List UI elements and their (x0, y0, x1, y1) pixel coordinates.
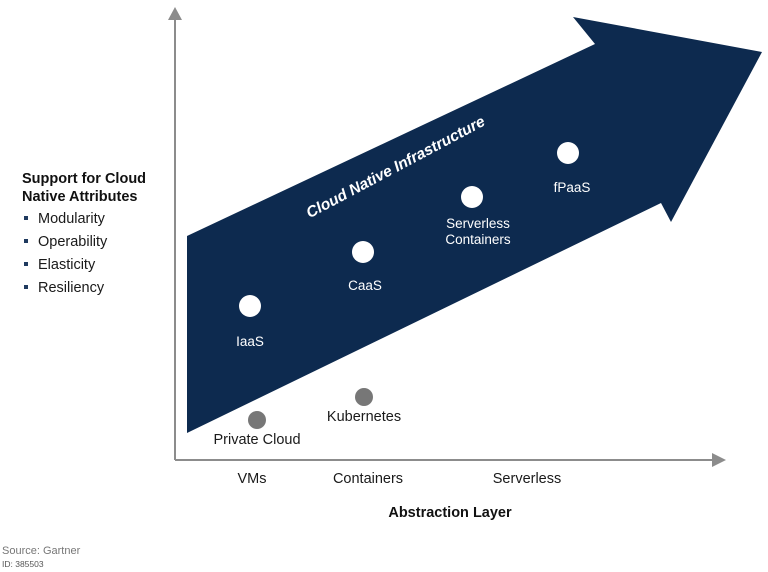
attribute-item: Operability (22, 231, 107, 254)
bullet-icon (24, 215, 28, 220)
cloud-native-arrow (187, 17, 762, 433)
x-axis-arrowhead (712, 453, 726, 467)
x-tick-serverless: Serverless (492, 471, 562, 487)
attribute-label: Resiliency (38, 280, 105, 296)
x-tick-vms: VMs (237, 471, 267, 487)
id-text: ID: 385503 (2, 559, 44, 569)
attribute-item: Resiliency (22, 277, 107, 300)
node-label-private-cloud: Private Cloud (213, 432, 301, 448)
attribute-item: Modularity (22, 208, 107, 231)
bullet-icon (24, 238, 28, 243)
y-axis-title: Support for Cloud Native Attributes (22, 171, 147, 205)
node-dot-caas (352, 241, 374, 263)
node-label-iaas: IaaS (236, 334, 264, 349)
source-text: Source: Gartner (2, 545, 81, 557)
attribute-label: Modularity (38, 211, 105, 227)
x-tick-containers: Containers (332, 471, 404, 487)
bullet-icon (24, 261, 28, 266)
attribute-list: Modularity Operability Elasticity Resili… (22, 208, 107, 300)
node-dot-serverless-containers (461, 186, 483, 208)
bullet-icon (24, 284, 28, 289)
attribute-item: Elasticity (22, 254, 107, 277)
node-dot-fpaas (557, 142, 579, 164)
node-label-caas: CaaS (348, 278, 382, 293)
node-label-serverless-containers: Serverless Containers (445, 216, 511, 247)
attribute-label: Operability (38, 234, 108, 250)
node-dot-iaas (239, 295, 261, 317)
y-axis-arrowhead (168, 7, 182, 20)
attribute-label: Elasticity (38, 257, 96, 273)
node-dot-kubernetes (355, 388, 373, 406)
node-label-fpaas: fPaaS (553, 180, 591, 195)
x-axis-title: Abstraction Layer (388, 505, 512, 521)
node-dot-private-cloud (248, 411, 266, 429)
node-label-kubernetes: Kubernetes (326, 409, 402, 425)
